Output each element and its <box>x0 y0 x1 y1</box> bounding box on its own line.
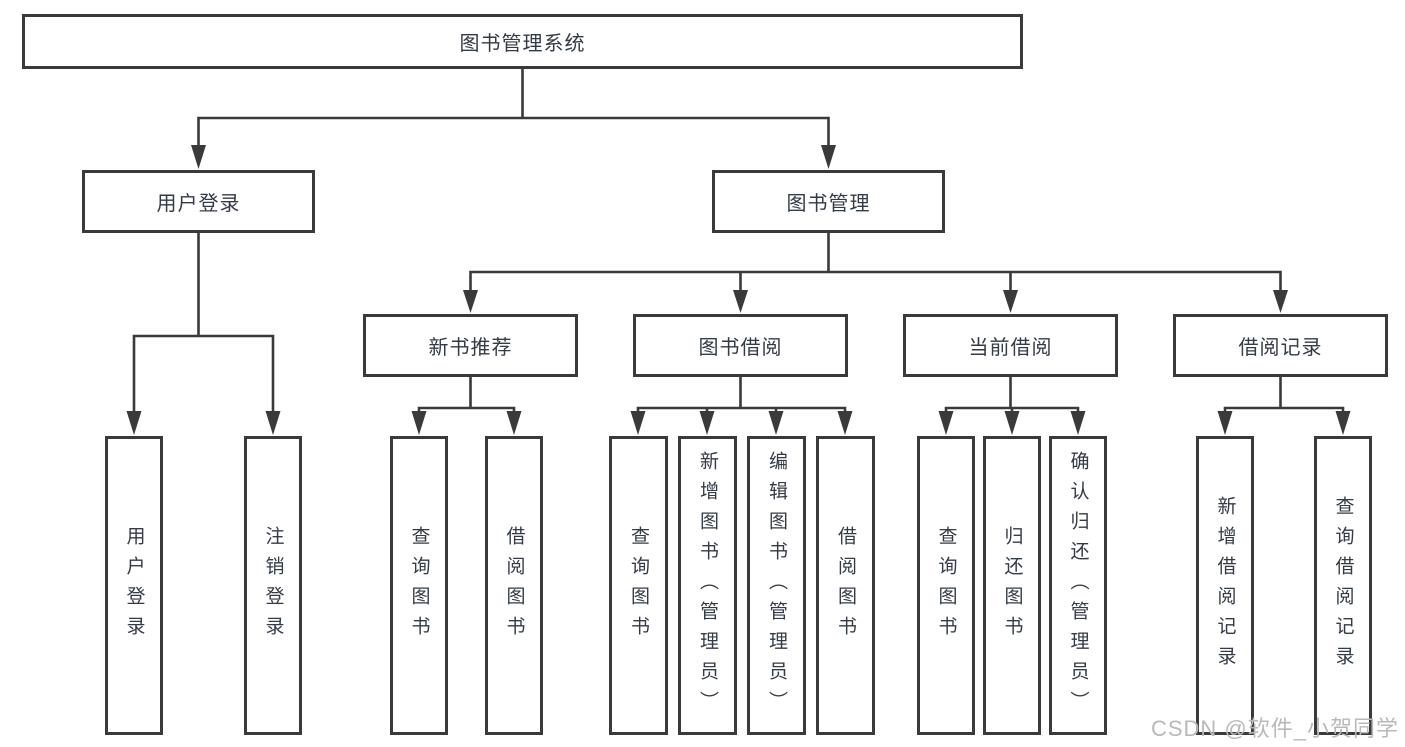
leaf-borrowing-edit-books-admin-label: 编辑图书（管理员） <box>766 450 787 721</box>
node-book-borrowing: 图书借阅 <box>633 314 848 377</box>
leaf-records-add-record: 新增借阅记录 <box>1196 436 1254 735</box>
leaf-newbook-borrow-books: 借阅图书 <box>485 436 543 735</box>
leaf-borrowing-borrow-books-label: 借阅图书 <box>835 525 856 646</box>
leaf-records-add-record-label: 新增借阅记录 <box>1214 495 1236 676</box>
node-user-login: 用户登录 <box>82 170 315 233</box>
leaf-borrowing-query-books-label: 查询图书 <box>628 525 649 646</box>
leaf-borrowing-borrow-books: 借阅图书 <box>816 436 875 735</box>
leaf-current-query-books-label: 查询图书 <box>935 525 957 646</box>
leaf-borrowing-add-books-admin: 新增图书（管理员） <box>678 436 737 735</box>
leaf-current-confirm-return-admin: 确认归还（管理员） <box>1049 436 1107 735</box>
node-root-library-management-system: 图书管理系统 <box>22 14 1023 69</box>
leaf-user-login-label: 用户登录 <box>123 525 145 646</box>
leaf-current-return-books-label: 归还图书 <box>1001 525 1023 646</box>
leaf-newbook-query-books-label: 查询图书 <box>408 525 430 646</box>
node-new-book-recommend: 新书推荐 <box>363 314 578 377</box>
leaf-borrowing-query-books: 查询图书 <box>609 436 668 735</box>
leaf-records-query-record: 查询借阅记录 <box>1314 436 1372 735</box>
leaf-current-query-books: 查询图书 <box>917 436 975 735</box>
node-book-management: 图书管理 <box>712 170 945 233</box>
node-current-borrowing: 当前借阅 <box>903 314 1118 377</box>
leaf-newbook-borrow-books-label: 借阅图书 <box>503 525 525 646</box>
watermark-text: CSDN @软件_小贺同学 <box>1150 716 1399 741</box>
leaf-borrowing-add-books-admin-label: 新增图书（管理员） <box>697 450 718 721</box>
leaf-current-confirm-return-admin-label: 确认归还（管理员） <box>1067 450 1089 721</box>
node-borrowing-records: 借阅记录 <box>1173 314 1388 377</box>
leaf-current-return-books: 归还图书 <box>983 436 1041 735</box>
leaf-borrowing-edit-books-admin: 编辑图书（管理员） <box>747 436 806 735</box>
leaf-logout-label: 注销登录 <box>262 525 284 646</box>
leaf-user-login: 用户登录 <box>105 436 163 735</box>
leaf-records-query-record-label: 查询借阅记录 <box>1332 495 1354 676</box>
leaf-newbook-query-books: 查询图书 <box>390 436 448 735</box>
leaf-logout: 注销登录 <box>244 436 302 735</box>
